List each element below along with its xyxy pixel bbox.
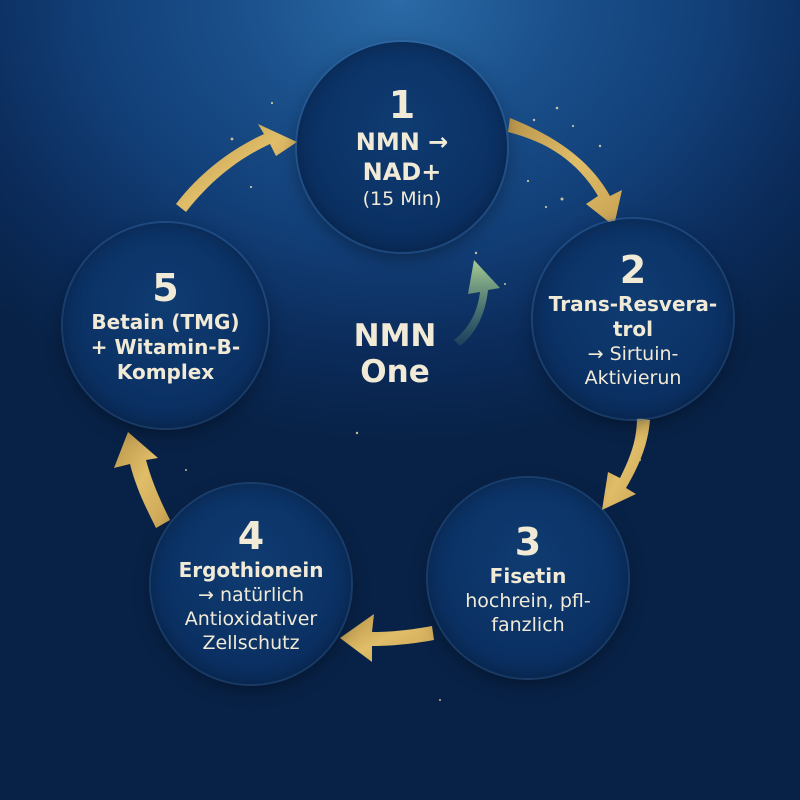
step-number: 3	[514, 519, 542, 564]
step-title-line: + Witamin-B-	[90, 335, 241, 359]
step-sub-line: Aktivierun	[584, 367, 682, 389]
step-title-line: NMN →	[355, 128, 449, 156]
step-node-1: 1 NMN → NAD+ (15 Min)	[297, 42, 507, 252]
step-node-2: 2 Trans-Resvera- trol → Sirtuin- Aktivie…	[533, 219, 733, 419]
arrow-4-to-5	[114, 432, 170, 528]
step-number: 4	[237, 513, 265, 558]
step-number: 5	[152, 266, 179, 310]
arrow-3-to-4	[340, 614, 434, 662]
arrow-1-to-2	[508, 118, 622, 226]
step-sub-line: fanzlich	[491, 613, 565, 636]
step-sub-line: → natürlich	[198, 583, 304, 606]
step-title-line: NAD+	[362, 158, 442, 186]
step-number: 1	[388, 83, 416, 127]
center-label-line: One	[360, 354, 430, 390]
step-title-line: Komplex	[116, 360, 215, 384]
arrow-5-to-1	[176, 124, 297, 212]
center-label-line: NMN	[353, 318, 437, 354]
step-sub-line: Zellschutz	[202, 631, 300, 654]
center-brand-label: NMN One	[340, 318, 450, 390]
arrow-2-to-3	[602, 418, 650, 510]
step-node-3: 3 Fisetin hochrein, pfl- fanzlich	[428, 478, 628, 678]
step-title-line: Ergothionein	[178, 557, 324, 582]
step-title-line: Fisetin	[489, 563, 567, 588]
step-number: 2	[619, 248, 647, 292]
step-sub-line: (15 Min)	[362, 188, 442, 210]
green-arrow	[454, 260, 500, 346]
step-sub-line: → Sirtuin-	[587, 343, 679, 365]
step-title-line: trol	[612, 317, 654, 341]
step-title-line: Betain (TMG)	[91, 310, 240, 334]
step-sub-line: Antioxidativer	[184, 607, 318, 630]
step-node-5: 5 Betain (TMG) + Witamin-B- Komplex	[63, 223, 268, 428]
step-sub-line: hochrein, pfl-	[465, 589, 591, 612]
step-node-4: 4 Ergothionein → natürlich Antioxidative…	[151, 484, 351, 684]
step-title-line: Trans-Resvera-	[548, 292, 718, 316]
